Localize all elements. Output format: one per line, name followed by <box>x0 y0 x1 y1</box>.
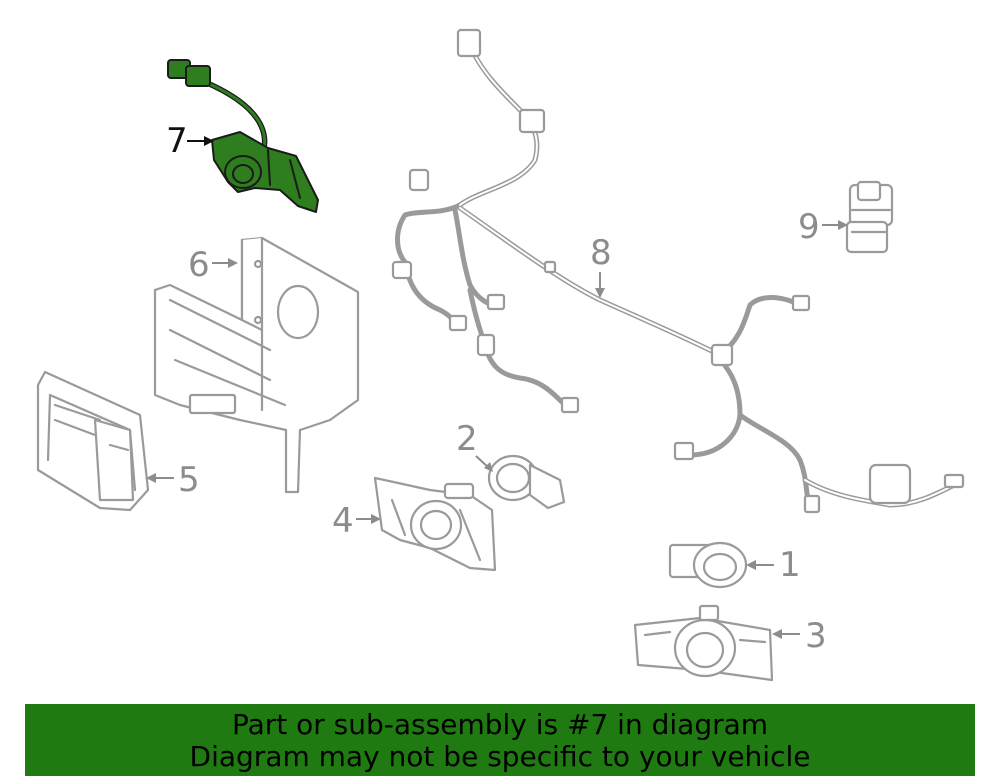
callout-label: 8 <box>590 233 612 273</box>
part-5-control-module[interactable] <box>36 370 150 512</box>
arrow-icon <box>204 136 214 146</box>
callout-label: 5 <box>178 460 200 500</box>
arrow-icon <box>595 288 605 298</box>
callout-1: 1 <box>746 545 801 585</box>
part-6-bracket[interactable] <box>153 236 360 494</box>
callout-label: 2 <box>456 419 478 459</box>
callout-label: 3 <box>805 616 827 656</box>
arrow-icon <box>146 473 156 483</box>
callout-label: 7 <box>166 121 188 161</box>
callout-3: 3 <box>772 616 827 656</box>
callout-label: 9 <box>798 207 820 247</box>
part-2-parking-sensor[interactable] <box>487 454 566 510</box>
callout-label: 4 <box>332 501 354 541</box>
arrow-icon <box>228 258 238 268</box>
part-3-sensor-bezel[interactable] <box>633 604 774 682</box>
arrow-icon <box>838 220 848 230</box>
callout-label: 6 <box>188 245 210 285</box>
harness-wires <box>395 42 963 508</box>
callout-label: 1 <box>779 545 801 585</box>
callout-8: 8 <box>590 233 612 298</box>
part-9-connector[interactable] <box>845 180 894 254</box>
part-7-highlighted-sensor[interactable] <box>167 59 319 213</box>
parts-diagram: 7 6 5 4 2 1 3 8 9 <box>36 28 965 682</box>
callout-2: 2 <box>456 419 493 472</box>
info-banner: Part or sub-assembly is #7 in diagram Di… <box>25 704 975 776</box>
part-4-sensor-bezel[interactable] <box>373 476 497 572</box>
callout-6: 6 <box>188 245 238 285</box>
harness-connectors <box>391 28 965 514</box>
callout-9: 9 <box>798 207 848 247</box>
arrow-icon <box>772 629 782 639</box>
part-8-wiring-harness[interactable] <box>391 28 965 514</box>
banner-line-1: Part or sub-assembly is #7 in diagram <box>231 708 769 741</box>
arrow-icon <box>746 560 756 570</box>
arrow-icon <box>371 514 381 524</box>
part-1-sensor[interactable] <box>668 541 748 589</box>
callout-5: 5 <box>146 460 200 500</box>
callout-4: 4 <box>332 501 381 541</box>
banner-line-2: Diagram may not be specific to your vehi… <box>189 740 811 773</box>
arrow-icon <box>484 462 493 472</box>
callout-7: 7 <box>166 121 214 161</box>
